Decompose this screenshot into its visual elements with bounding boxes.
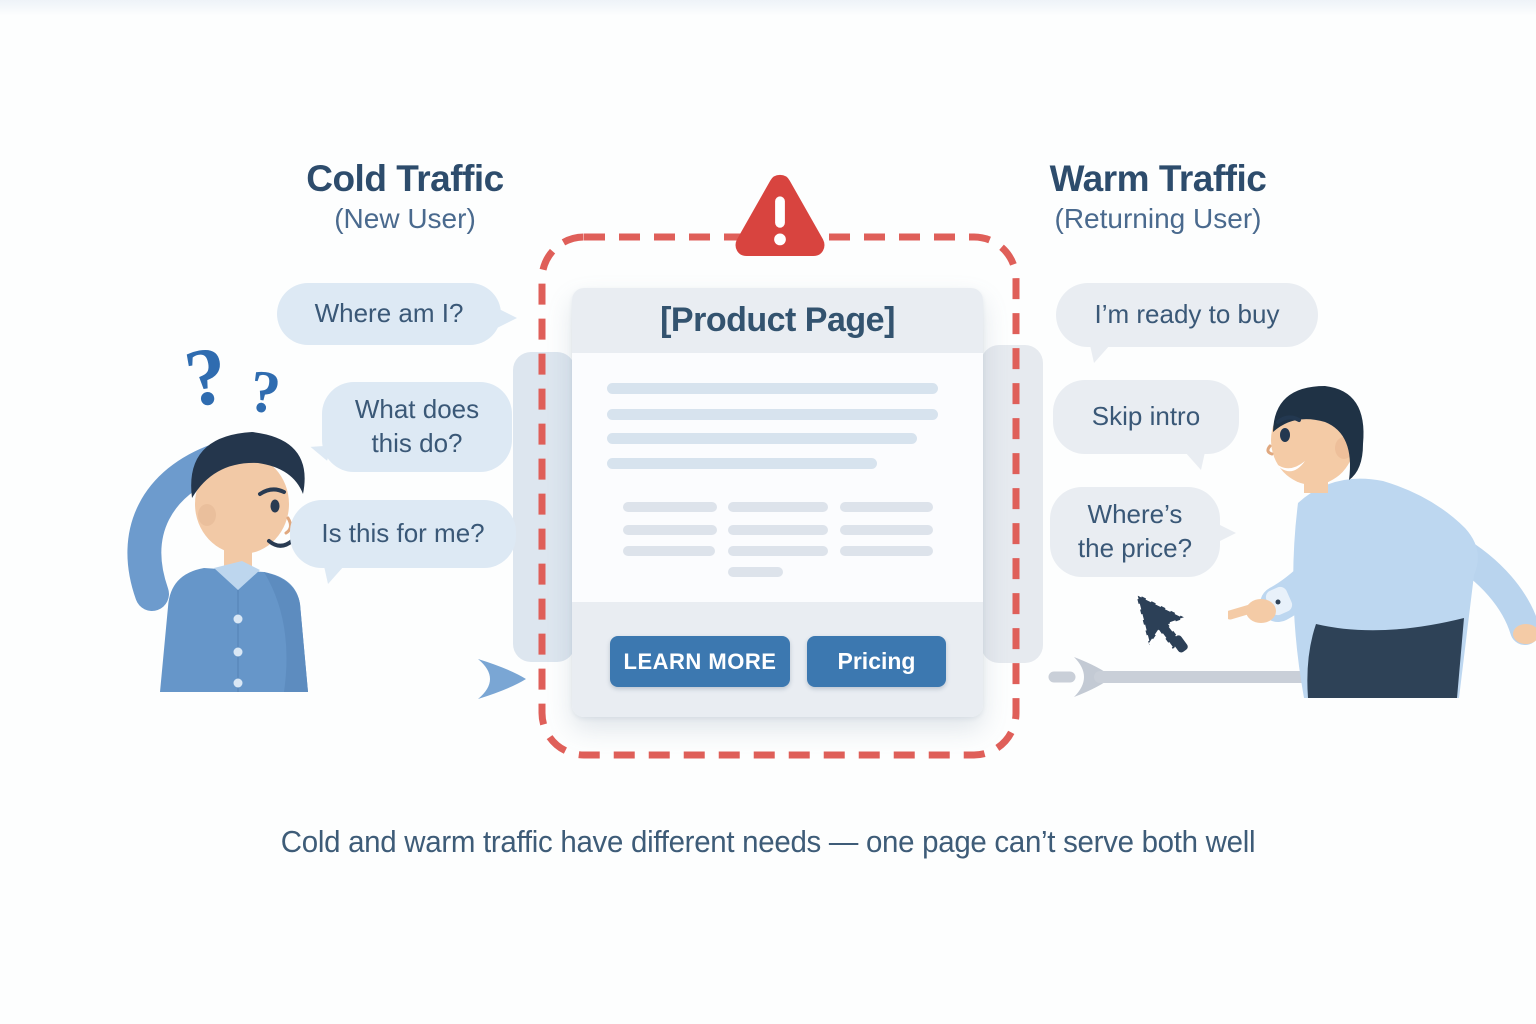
cold-traffic-title: Cold Traffic (306, 158, 504, 199)
bubble-tail (1090, 345, 1110, 363)
product-page-card: [Product Page] LEARN MORE Pricing (572, 288, 983, 717)
cold-traffic-subtitle: (New User) (334, 203, 476, 234)
bubble-text: Where am I? (314, 298, 464, 329)
confused-user-illustration (127, 432, 308, 692)
bubble-tail (1216, 523, 1236, 543)
caption-text: Cold and warm traffic have different nee… (280, 824, 1256, 859)
placeholder-line (607, 433, 917, 444)
warm-bubble-2: Skip intro (1053, 380, 1239, 470)
bubble-text: Skip intro (1091, 401, 1201, 432)
cold-bubble-2: What does this do? (308, 382, 512, 472)
warm-bubble-3: Where’s the price? (1050, 487, 1236, 577)
bubble-text: I’m ready to buy (1094, 299, 1280, 330)
bubble-text: Is this for me? (321, 518, 485, 549)
placeholder-bar (728, 567, 783, 577)
placeholder-bar (623, 546, 715, 556)
cold-bubble-3: Is this for me? (290, 500, 516, 584)
bubble-text: Where’s the price? (1077, 499, 1193, 563)
warm-bubble-1: I’m ready to buy (1056, 283, 1318, 363)
bubble-tail (1185, 452, 1205, 470)
placeholder-bar (840, 502, 933, 512)
placeholder-line (607, 458, 877, 469)
pricing-button[interactable]: Pricing (807, 636, 946, 687)
bubble-tail (497, 308, 517, 328)
stacked-page-right (981, 345, 1043, 663)
cursor-icon (1134, 592, 1188, 653)
placeholder-bar (840, 525, 933, 535)
placeholder-bar (840, 546, 933, 556)
cold-bubble-1: Where am I? (277, 283, 517, 345)
placeholder-bar (623, 502, 717, 512)
product-page-header: [Product Page] (572, 288, 983, 353)
placeholder-bar (623, 525, 717, 535)
placeholder-line (607, 409, 938, 420)
bubble-tail (324, 566, 344, 584)
warm-traffic-title: Warm Traffic (1049, 158, 1267, 199)
eager-user-illustration (1228, 386, 1536, 698)
placeholder-bar (728, 525, 828, 535)
placeholder-line (607, 383, 938, 394)
placeholder-bar (728, 502, 828, 512)
warning-icon (735, 174, 825, 257)
learn-more-button[interactable]: LEARN MORE (610, 636, 790, 687)
placeholder-bar (728, 546, 828, 556)
product-page-title: [Product Page] (660, 301, 895, 339)
bubble-text: What does this do? (354, 394, 480, 458)
warm-traffic-subtitle: (Returning User) (1054, 203, 1262, 234)
